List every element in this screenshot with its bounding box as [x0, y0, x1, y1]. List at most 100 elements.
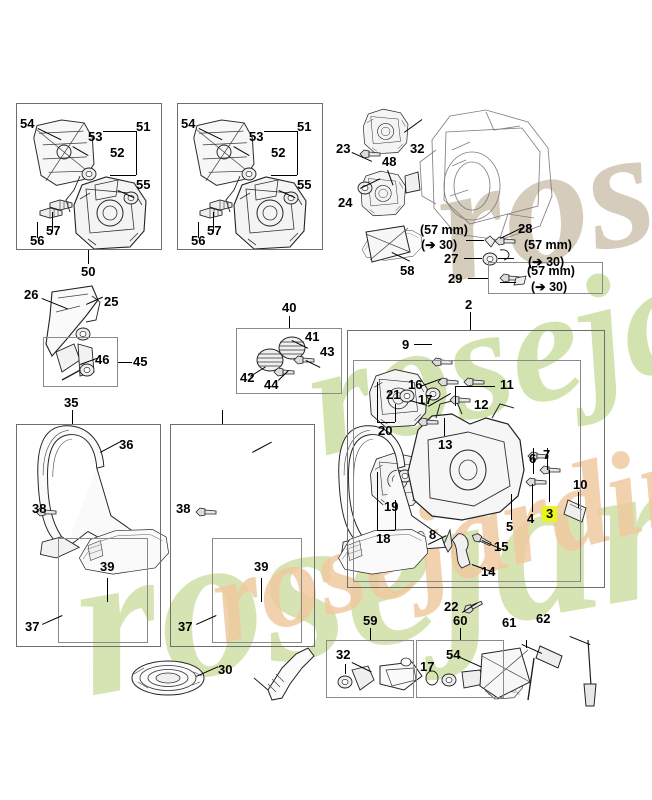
callout-60: 60 [453, 613, 468, 628]
tick-d3 [500, 282, 516, 283]
callout-44: 44 [264, 377, 279, 392]
callout-39-right: 39 [254, 559, 269, 574]
diag-24 [360, 178, 381, 189]
callout-40: 40 [282, 300, 297, 315]
tick-6 [533, 448, 534, 474]
callout-62: 62 [536, 611, 551, 626]
leader-2 [470, 312, 471, 330]
callout-24: 24 [338, 195, 353, 210]
dimension-note-1-qty: (➔ 30) [421, 238, 458, 252]
diag-26 [41, 298, 68, 310]
callout-7: 7 [543, 447, 551, 462]
callout-8: 8 [429, 527, 437, 542]
callout-54-starter: 54 [446, 647, 461, 662]
callout-48: 48 [382, 154, 397, 169]
bracket-21-right [395, 404, 396, 422]
callout-53-left: 53 [88, 129, 103, 144]
callout-10: 10 [573, 477, 588, 492]
bracket-18-left [377, 472, 378, 530]
callout-3-highlighted: 3 [542, 506, 558, 522]
callout-13: 13 [438, 437, 453, 452]
callout-55-left: 55 [136, 177, 151, 192]
callout-35: 35 [64, 395, 79, 410]
tick-10 [578, 492, 579, 508]
dimension-note-1-size: (57 mm) [420, 223, 468, 237]
panel-gasket-kit [326, 640, 414, 698]
callout-16: 16 [408, 377, 423, 392]
callout-18: 18 [376, 531, 391, 546]
callout-11: 11 [500, 377, 514, 392]
bracket-11-top [455, 386, 495, 387]
leader-45 [118, 362, 132, 363]
diag-48 [387, 170, 394, 186]
tick-39b [261, 578, 262, 602]
diag-25 [86, 296, 103, 305]
panel-handle-assembly-right [177, 103, 323, 250]
leader-29 [468, 278, 488, 279]
diag-58 [391, 252, 410, 262]
leader-35 [72, 410, 73, 424]
callout-39-left: 39 [100, 559, 115, 574]
bracket-20-bot [377, 422, 395, 423]
bracket-19-right [395, 500, 396, 530]
callout-56-mid: 56 [191, 233, 206, 248]
tick-56a [37, 222, 38, 238]
tick-9 [414, 344, 432, 345]
tick-d2 [498, 258, 514, 259]
tick-57b [213, 212, 214, 232]
tick-56b [198, 222, 199, 238]
callout-38-right: 38 [176, 501, 191, 516]
panel-screw-pack [488, 262, 603, 294]
tick-3 [549, 470, 550, 502]
callout-54-mid: 54 [181, 116, 196, 131]
callout-32: 32 [410, 141, 425, 156]
callout-46: 46 [95, 352, 110, 367]
panel-starter-kit [416, 640, 504, 698]
tick-d1 [466, 240, 484, 241]
tick-61 [526, 640, 527, 648]
panel-engine-main-outer [347, 330, 605, 588]
bracket-18-bot [377, 530, 395, 531]
panel-bar-cover-left [16, 424, 161, 647]
callout-28: 28 [518, 221, 533, 236]
callout-57-mid: 57 [207, 223, 222, 238]
bracket-20-left [377, 382, 378, 422]
bracket-51b-bot [271, 175, 297, 176]
callout-42: 42 [240, 370, 255, 385]
panel-handle-assembly-left [16, 103, 162, 250]
bracket-51a-bot [110, 175, 136, 176]
panel-spring-kit [236, 328, 342, 394]
tick-27 [464, 258, 482, 259]
callout-36: 36 [119, 437, 134, 452]
callout-20: 20 [378, 423, 393, 438]
callout-43: 43 [320, 344, 335, 359]
callout-26: 26 [24, 287, 39, 302]
diag-62 [569, 636, 591, 646]
callout-29: 29 [448, 271, 463, 286]
bracket-51b-top [264, 131, 297, 132]
callout-5: 5 [506, 519, 514, 534]
callout-45: 45 [133, 354, 148, 369]
callout-21: 21 [386, 387, 401, 402]
callout-55-mid: 55 [297, 177, 312, 192]
callout-51-mid: 51 [297, 119, 312, 134]
diag-61 [521, 644, 543, 654]
dimension-note-3-qty: (➔ 30) [531, 280, 568, 294]
panel-bar-cover-right [170, 424, 315, 647]
callout-58: 58 [400, 263, 415, 278]
leader-40 [289, 316, 290, 328]
callout-59: 59 [363, 613, 378, 628]
callout-22: 22 [444, 599, 459, 614]
callout-19: 19 [384, 499, 399, 514]
callout-2: 2 [465, 297, 473, 312]
tick-5 [511, 494, 512, 520]
callout-41: 41 [305, 329, 320, 344]
tick-57a [52, 212, 53, 232]
callout-52-mid: 52 [271, 145, 286, 160]
leader-59 [370, 628, 371, 640]
callout-25: 25 [104, 294, 119, 309]
dimension-note-3-size: (57 mm) [527, 264, 575, 278]
callout-9: 9 [402, 337, 410, 352]
callout-57-left: 57 [46, 223, 61, 238]
